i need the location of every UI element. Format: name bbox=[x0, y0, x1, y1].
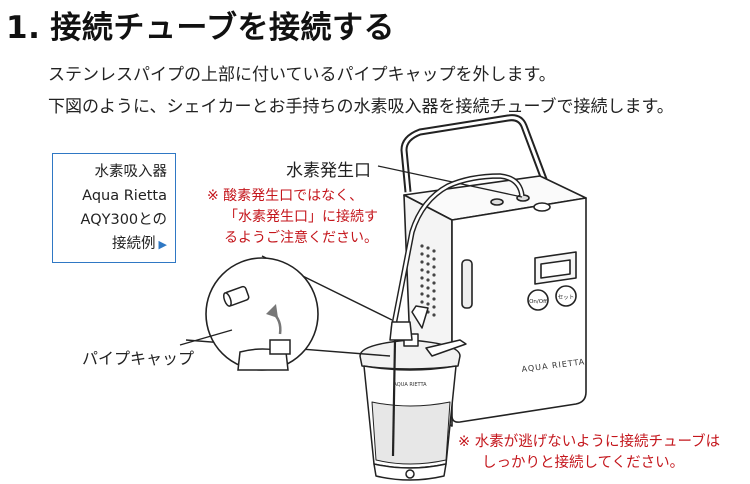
example-line-4: 接続例 bbox=[112, 236, 156, 252]
power-button-label: On/Off bbox=[529, 299, 547, 305]
shaker-bottle bbox=[359, 305, 467, 481]
hydrogen-port-leader bbox=[377, 165, 523, 198]
tube-warning-line-1: ※ 水素が逃げないように接続チューブは bbox=[458, 434, 721, 450]
step-number: 1. bbox=[6, 10, 41, 46]
water-cap bbox=[533, 202, 551, 212]
example-line-1: 水素吸入器 bbox=[94, 164, 168, 180]
example-line-2: Aqua Rietta bbox=[82, 188, 167, 204]
water-level-window bbox=[461, 259, 473, 309]
pipe-cap bbox=[222, 285, 250, 307]
pipe-cap-label: パイプキャップ bbox=[82, 349, 195, 368]
set-button-label: セット bbox=[558, 294, 575, 301]
example-box[interactable]: 水素吸入器 Aqua Rietta AQY300との 接続例▶ bbox=[52, 153, 176, 263]
instruction-line-2: 下図のように、シェイカーとお手持ちの水素吸入器を接続チューブで接続します。 bbox=[48, 97, 674, 117]
hydrogen-port-label: 水素発生口 bbox=[286, 161, 371, 181]
port-warning-line-3: るようご注意ください。 bbox=[224, 230, 378, 246]
triangle-right-icon: ▶ bbox=[158, 238, 167, 251]
pipe-cap-leader bbox=[179, 329, 233, 346]
example-line-3: AQY300との bbox=[80, 212, 167, 228]
port-warning: ※ 酸素発生口ではなく、 「水素発生口」に接続す るようご注意ください。 bbox=[207, 186, 378, 249]
tube-warning-line-2: しっかりと接続してください。 bbox=[482, 455, 685, 471]
vent-grille bbox=[420, 244, 436, 317]
tube-warning: ※ 水素が逃げないように接続チューブは しっかりと接続してください。 bbox=[458, 432, 720, 474]
port-warning-line-2: 「水素発生口」に接続す bbox=[224, 209, 378, 225]
instruction-line-1: ステンレスパイプの上部に付いているパイプキャップを外します。 bbox=[48, 65, 556, 85]
power-button bbox=[527, 289, 549, 311]
set-button bbox=[555, 285, 577, 307]
port-warning-line-1: ※ 酸素発生口ではなく、 bbox=[207, 188, 364, 204]
pipe-cap-closeup bbox=[185, 255, 393, 371]
step-title: 接続チューブを接続する bbox=[50, 10, 395, 46]
oxygen-port bbox=[490, 198, 504, 206]
shaker-brand-label: AQUA RIETTA bbox=[393, 382, 427, 388]
page-heading: 1.接続チューブを接続する bbox=[6, 2, 395, 47]
